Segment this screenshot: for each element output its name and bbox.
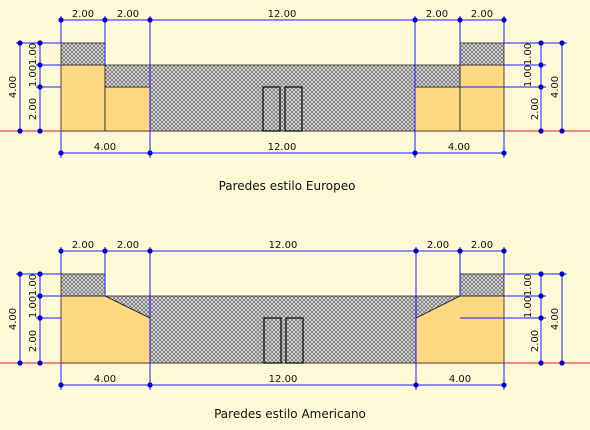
door: [262, 86, 303, 132]
dim-left-total: 4.00: [8, 308, 19, 330]
dim-left-3: 2.00: [28, 98, 39, 120]
dim-right-1: 1.00: [523, 43, 534, 65]
left-wall-upper: [60, 64, 106, 132]
dim-bottom-2: 12.00: [269, 374, 298, 385]
european-section: 2.00 2.00 12.00 2.00 2.00 4.00 12.00 4.0…: [0, 9, 590, 193]
left-parapet: [60, 42, 106, 66]
top-dimension-nodes: [58, 248, 507, 254]
dim-left-total: 4.00: [8, 76, 19, 98]
left-dimension-nodes: [17, 40, 43, 134]
dim-bottom-3: 4.00: [448, 142, 470, 153]
caption-american: Paredes estilo Americano: [214, 407, 366, 421]
slab-and-fill: [104, 64, 461, 132]
dim-bottom-3: 4.00: [449, 374, 471, 385]
dim-bottom-1: 4.00: [94, 142, 116, 153]
right-dimension-nodes: [538, 271, 565, 366]
right-parapet: [459, 273, 505, 297]
right-parapet: [459, 42, 505, 66]
left-dimension-nodes: [17, 271, 43, 366]
american-section: 2.00 2.00 12.00 2.00 2.00 4.00 12.00 4.0…: [0, 240, 590, 421]
slab-and-fill: [104, 295, 461, 364]
dim-top-2: 2.00: [117, 9, 139, 20]
dim-top-4: 2.00: [426, 9, 448, 20]
dim-top-3: 12.00: [269, 240, 298, 251]
dim-top-2: 2.00: [117, 240, 139, 251]
dim-top-3: 12.00: [268, 9, 297, 20]
dim-right-3: 2.00: [530, 330, 541, 352]
bottom-dimension-nodes: [58, 150, 507, 156]
dim-left-2: 1.00: [28, 296, 39, 318]
top-dimensions: [60, 16, 505, 131]
dim-top-1: 2.00: [72, 9, 94, 20]
dim-right-2: 1.00: [523, 65, 534, 87]
dim-bottom-2: 12.00: [268, 142, 297, 153]
dim-left-1: 1.00: [28, 43, 39, 65]
right-wall-lower: [414, 86, 461, 132]
door: [263, 317, 304, 364]
dim-right-total: 4.00: [550, 76, 561, 98]
dim-top-5: 2.00: [471, 240, 493, 251]
dim-right-total: 4.00: [550, 308, 561, 330]
dim-top-1: 2.00: [72, 240, 94, 251]
right-dimension-nodes: [538, 40, 565, 134]
left-parapet: [60, 273, 106, 297]
bottom-dimension-nodes: [58, 382, 507, 388]
dim-top-4: 2.00: [427, 240, 449, 251]
dim-right-1: 1.00: [523, 274, 534, 296]
dim-left-3: 2.00: [28, 330, 39, 352]
dim-bottom-1: 4.00: [94, 374, 116, 385]
left-wall-lower: [104, 86, 151, 132]
dim-left-1: 1.00: [28, 274, 39, 296]
dim-right-2: 1.00: [523, 296, 534, 318]
dim-right-3: 2.00: [530, 98, 541, 120]
top-dimension-nodes: [58, 17, 507, 23]
dim-left-2: 1.00: [28, 65, 39, 87]
right-dimensions: [460, 273, 567, 363]
dim-top-5: 2.00: [471, 9, 493, 20]
caption-european: Paredes estilo Europeo: [219, 179, 356, 193]
right-wall-upper: [459, 64, 505, 132]
